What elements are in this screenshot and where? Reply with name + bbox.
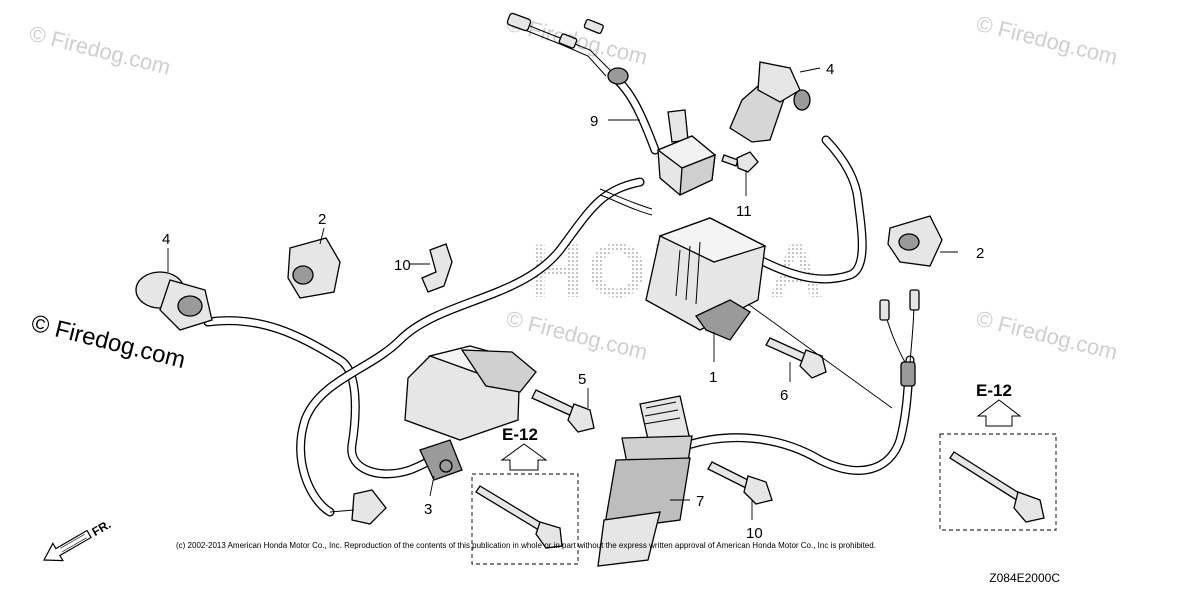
callout-6: 9 (590, 113, 598, 130)
lower-connector (329, 489, 387, 525)
part-9-bolt (707, 461, 773, 505)
part-4-plug-cap-upper (729, 61, 811, 143)
part-10-bolt-right (765, 337, 827, 379)
part-7-clip (421, 243, 453, 293)
callout-9: 10 (746, 525, 763, 542)
callout-2-right: 2 (976, 245, 984, 262)
callout-2-left: 2 (318, 211, 326, 228)
watermark-text: © Firedog.com (504, 306, 650, 365)
wire-harness (203, 21, 915, 517)
wire-terminals (879, 289, 920, 387)
callout-7: 10 (394, 257, 411, 274)
callout-10-left: 5 (578, 371, 586, 388)
watermark-text: © Firedog.com (974, 306, 1120, 365)
copyright-notice: (c) 2002-2013 American Honda Motor Co., … (176, 541, 876, 550)
reference-arrow-icon (500, 443, 548, 471)
watermark-text: © Firedog.com (974, 11, 1120, 70)
part-2-grommet-left (287, 237, 341, 299)
part-5-coil-boot (597, 395, 693, 567)
front-label: FR. (90, 517, 114, 539)
callout-4-upper: 4 (826, 61, 834, 78)
reference-box-left (471, 473, 579, 565)
watermark-text: © Firedog.com (29, 310, 189, 374)
watermark-text: © Firedog.com (27, 21, 173, 80)
front-direction-indicator: FR. (43, 517, 114, 562)
top-connector (506, 12, 629, 85)
callout-4-left: 4 (162, 231, 170, 248)
callout-5: 7 (696, 493, 704, 510)
diagram-code: Z084E2000C (989, 571, 1060, 585)
reference-label-right: E-12 (976, 381, 1012, 400)
reference-box-right (939, 433, 1057, 531)
part-2-grommet-right (887, 215, 943, 267)
callout-1: 1 (709, 369, 717, 386)
part-11-bolt (721, 151, 759, 173)
callout-10-right: 6 (780, 387, 788, 404)
part-4-plug-cap-left (135, 271, 213, 331)
reference-arrow-icon (976, 399, 1022, 427)
part-6-ignition-module (656, 109, 717, 197)
part-3-ignition-coil-lower (404, 345, 537, 481)
part-1-ignition-coil (645, 217, 767, 341)
part-10-bolt-left (531, 389, 595, 433)
leader-lines (167, 67, 958, 520)
callout-3: 3 (424, 501, 432, 518)
reference-label-left: E-12 (502, 425, 538, 444)
callout-11: 11 (736, 203, 752, 220)
